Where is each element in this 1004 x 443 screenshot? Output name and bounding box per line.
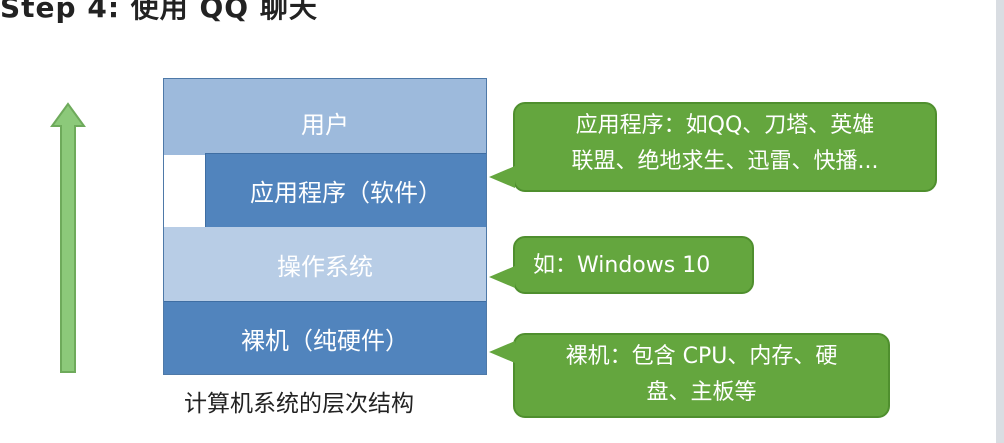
layer-user: 用户 [164, 79, 486, 155]
layer-application: 应用程序（软件） [205, 153, 486, 227]
callout-tail [489, 266, 515, 288]
callout-line: 裸机：包含 CPU、内存、硬 [565, 344, 838, 369]
up-arrow-icon [50, 102, 86, 373]
callout-line: 盘、主板等 [646, 380, 757, 405]
callout-tail [489, 166, 515, 188]
callout-application: 应用程序：如QQ、刀塔、英雄 联盟、绝地求生、迅雷、快播... [489, 102, 937, 192]
step-title: Step 4: 使用 QQ 聊天 [0, 0, 318, 24]
callout-tail [489, 341, 515, 363]
callout-operating-system: 如：Windows 10 [489, 236, 754, 294]
system-layer-stack: 用户 应用程序（软件） 操作系统 裸机（纯硬件） [163, 78, 487, 375]
diagram-caption: 计算机系统的层次结构 [184, 391, 414, 417]
callout-line: 应用程序：如QQ、刀塔、英雄 [575, 113, 875, 138]
callout-line: 联盟、绝地求生、迅雷、快播... [571, 149, 879, 174]
window-edge [996, 0, 1004, 443]
layer-bare-hardware: 裸机（纯硬件） [164, 301, 486, 374]
layer-operating-system: 操作系统 [164, 227, 486, 301]
callout-hardware: 裸机：包含 CPU、内存、硬 盘、主板等 [489, 333, 890, 418]
callout-line: 如：Windows 10 [533, 253, 711, 278]
